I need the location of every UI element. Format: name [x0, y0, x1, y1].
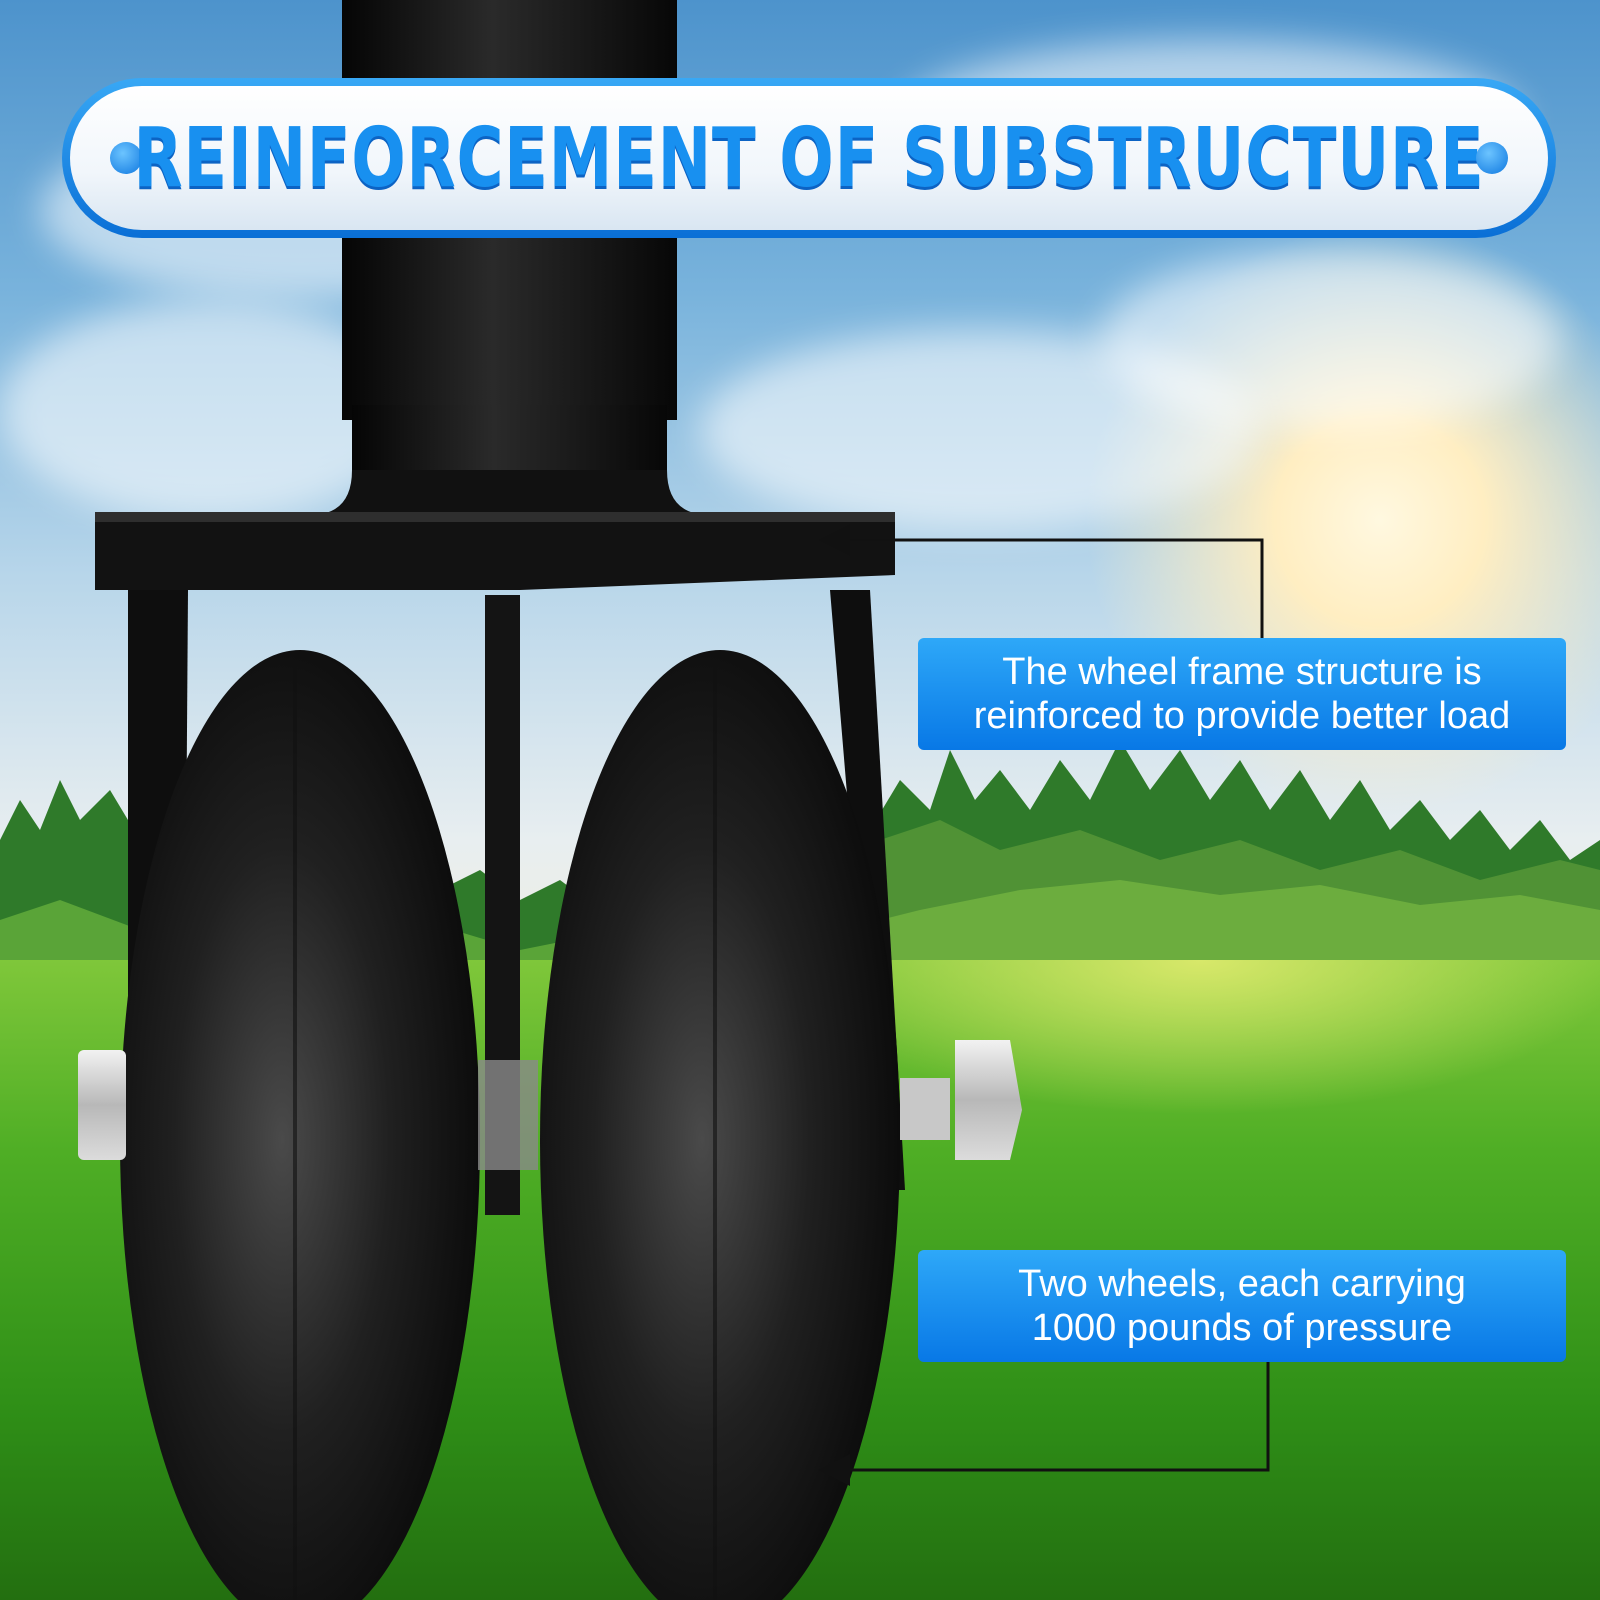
callout-frame-line2: reinforced to provide better load [973, 695, 1511, 737]
axle-bolt [78, 1040, 1022, 1170]
callout-frame: The wheel frame structure is reinforced … [918, 638, 1566, 750]
right-wheel [540, 650, 900, 1600]
cloud [1100, 250, 1560, 430]
mounting-plate [95, 512, 895, 590]
callout-wheels-line2: 1000 pounds of pressure [1031, 1307, 1453, 1349]
leader-line-frame [818, 524, 1264, 638]
page-title: REINFORCEMENT OF SUBSTRUCTURE [133, 110, 1485, 206]
bullet-dot-icon [110, 142, 142, 174]
callout-wheels: Two wheels, each carrying 1000 pounds of… [918, 1250, 1566, 1362]
title-banner-inner: REINFORCEMENT OF SUBSTRUCTURE [70, 86, 1548, 230]
callout-frame-line1: The wheel frame structure is [1002, 651, 1482, 693]
bullet-dot-icon [1476, 142, 1508, 174]
title-banner: REINFORCEMENT OF SUBSTRUCTURE [62, 78, 1556, 238]
callout-wheels-line1: Two wheels, each carrying [1018, 1263, 1466, 1305]
leader-line-wheels [818, 1362, 1270, 1486]
left-wheel [120, 650, 480, 1600]
